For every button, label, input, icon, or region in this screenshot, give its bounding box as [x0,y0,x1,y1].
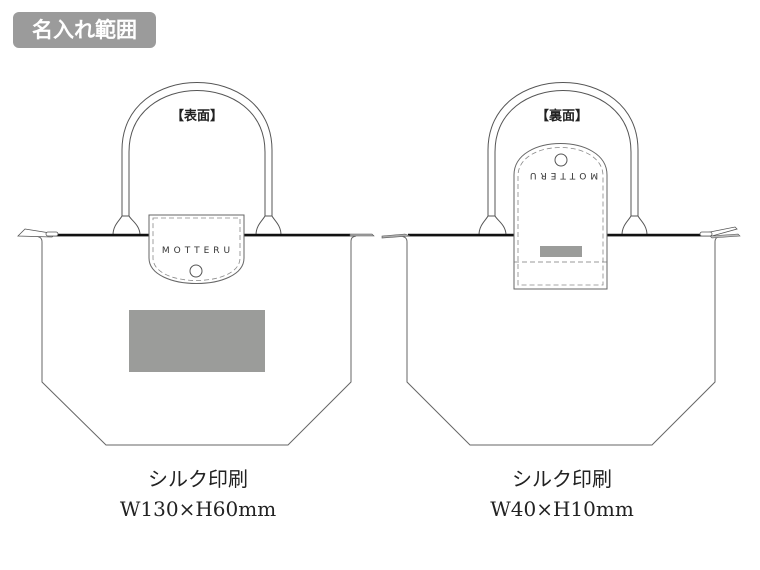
back-caption: シルク印刷 W40×H10mm [432,464,692,524]
front-print-area [129,310,265,372]
front-flap-snap [189,264,203,278]
front-side-label: 【表面】 [170,109,223,124]
front-print-size: W130×H60mm [119,497,277,521]
back-flap-stitch [517,147,604,286]
back-bag [381,82,741,446]
front-handle-bell-left [112,215,141,236]
back-zipper-pull-right [699,226,741,239]
back-flap [513,143,608,290]
front-handle-bell-right [255,215,282,236]
front-handle-outer [121,82,273,218]
front-flap [148,214,245,284]
front-flap-stitch [152,217,241,281]
front-handle-inner [128,90,266,218]
front-print-method: シルク印刷 [148,467,248,491]
back-handle-outer [487,82,639,218]
front-caption: シルク印刷 W130×H60mm [68,464,328,524]
back-print-size: W40×H10mm [490,497,634,521]
print-area-badge: 名入れ範囲 [13,12,156,48]
front-bag [17,82,375,446]
back-print-area [540,246,582,257]
front-zipper-pull-left [17,228,59,238]
back-print-method: シルク印刷 [512,467,612,491]
back-flap-brand: MOTTERU [525,170,599,180]
back-flap-snap [554,153,568,167]
front-flap-brand: MOTTERU [161,246,235,256]
back-handle-inner [494,90,632,218]
back-handle-bell-right [621,215,648,236]
back-side-label: 【裏面】 [535,109,588,124]
back-zipper-pull-left [381,233,411,239]
back-handle-bell-left [478,215,507,236]
front-zipper-pull-right [349,233,375,237]
